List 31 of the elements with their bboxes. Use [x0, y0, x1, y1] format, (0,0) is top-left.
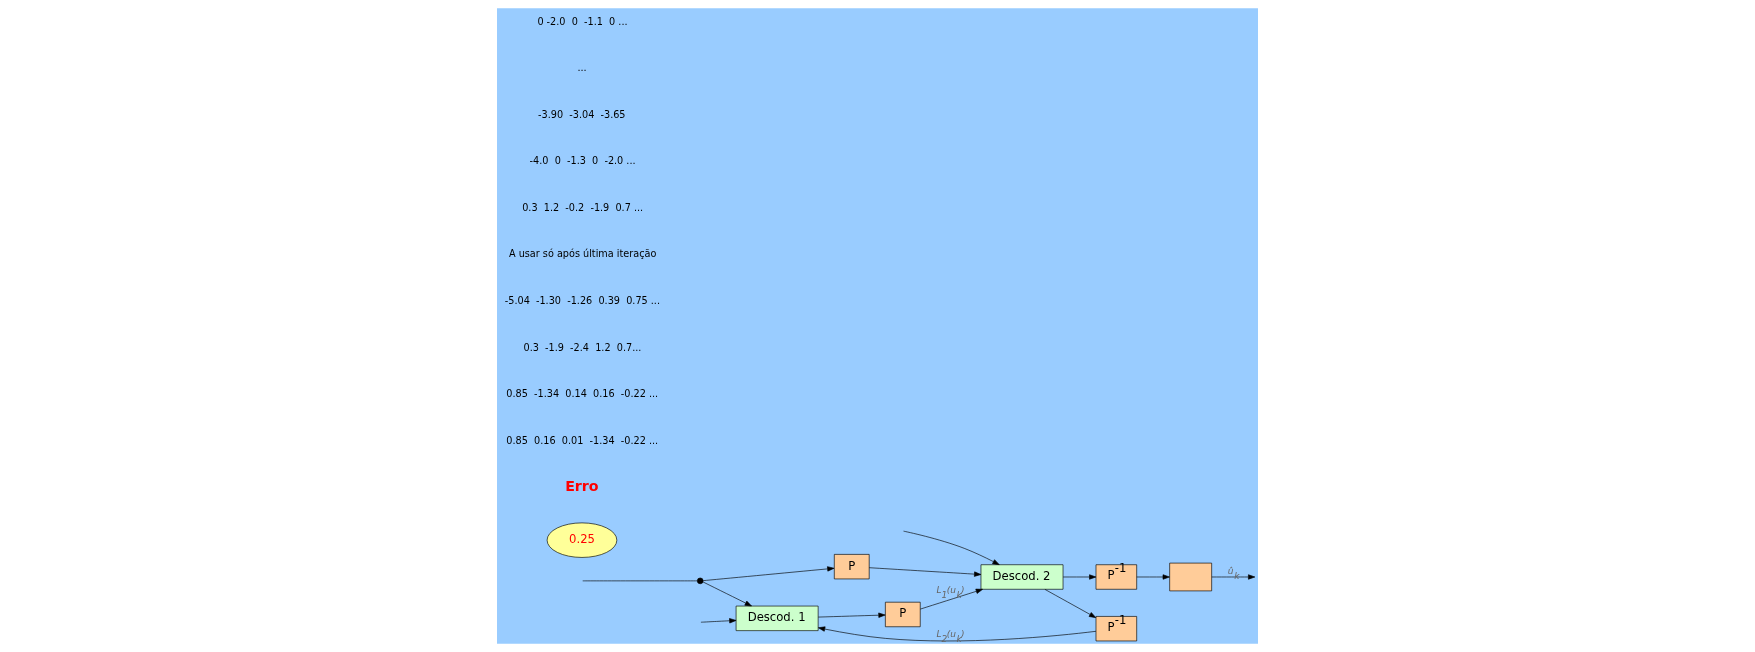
node-circle [697, 577, 704, 585]
node-box: P [833, 554, 870, 580]
arrow [868, 567, 982, 577]
label: A usar só após última iteração [508, 248, 657, 260]
arrow [702, 566, 835, 581]
label: 0.85 -1.34 0.14 0.16 -0.22 ... [506, 388, 659, 400]
arrow [903, 530, 1000, 565]
node-label: Erro [565, 477, 599, 494]
label: 0 -2.0 0 -1.1 0 ... [537, 15, 628, 27]
node-box [1169, 562, 1212, 592]
arrow [818, 626, 1097, 642]
arrow [818, 612, 886, 618]
label: 0.85 0.16 0.01 -1.34 -0.22 ... [506, 434, 659, 446]
arrow [702, 581, 752, 607]
connector [582, 580, 698, 582]
label: -3.90 -3.04 -3.65 [538, 108, 626, 120]
node-box: P [885, 601, 921, 628]
arrow [1211, 574, 1256, 580]
arrow [1062, 574, 1097, 580]
node-box: Descod. 1 [735, 605, 819, 631]
label: 0.3 -1.9 -2.4 1.2 0.7... [523, 341, 642, 353]
arrow [1044, 589, 1097, 618]
arrow [700, 618, 737, 624]
label: 0.3 1.2 -0.2 -1.9 0.7 ... [522, 201, 644, 213]
node-ellipse: 0.25 [546, 522, 618, 558]
label: -4.0 0 -1.3 0 -2.0 ... [529, 155, 636, 167]
node-box: Descod. 2 [980, 564, 1064, 590]
label: ... [577, 62, 587, 74]
arrow [920, 588, 983, 610]
label: -5.04 -1.30 -1.26 0.39 0.75 ... [504, 294, 661, 306]
arrow [1136, 574, 1170, 580]
